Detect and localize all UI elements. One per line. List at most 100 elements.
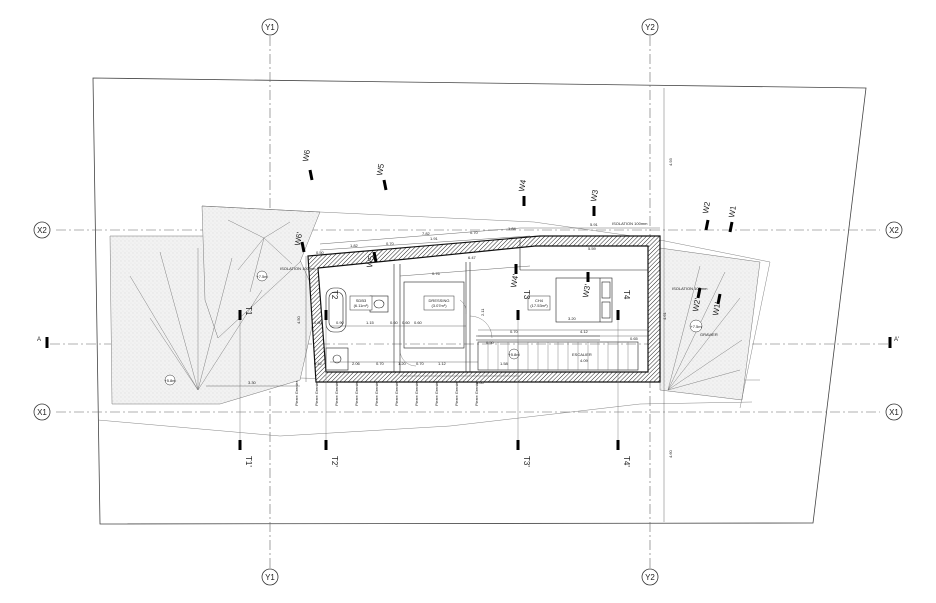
svg-text:1.84: 1.84 [508, 226, 517, 231]
room-sdb3: SDB3 (6.11m²) [349, 295, 373, 311]
svg-text:(3.07m²): (3.07m²) [431, 303, 447, 308]
svg-text:0.60: 0.60 [390, 320, 399, 325]
svg-text:CH4: CH4 [535, 298, 544, 303]
upper-roof-outline [201, 205, 771, 409]
svg-text:T1': T1' [244, 456, 253, 467]
svg-text:W3': W3' [581, 283, 592, 298]
svg-text:X2: X2 [889, 226, 899, 235]
svg-text:+5.8m: +5.8m [508, 352, 520, 357]
svg-text:T2': T2' [330, 456, 339, 467]
svg-text:3.20: 3.20 [568, 316, 577, 321]
wash-basin [369, 295, 389, 313]
svg-text:W5': W5' [365, 253, 376, 268]
svg-text:7.82: 7.82 [422, 231, 431, 236]
svg-text:0.50: 0.50 [486, 340, 495, 345]
section-w3: W3 W3' [581, 188, 600, 298]
bed [555, 277, 613, 323]
svg-text:A: A [37, 337, 41, 343]
level-marker-east: +7.5m [689, 319, 702, 333]
level-marker-west: +7.5m [256, 270, 268, 282]
svg-text:1.00: 1.00 [476, 380, 485, 385]
site-boundary [92, 77, 867, 525]
svg-text:0.60: 0.60 [414, 320, 423, 325]
svg-text:+5.8m: +5.8m [164, 378, 176, 383]
svg-text:W3: W3 [589, 188, 600, 202]
pierre-grenier-labels: Pierre Grenier Pierre Grenier Pierre Gre… [294, 380, 479, 406]
svg-text:1.58: 1.58 [500, 361, 509, 366]
svg-text:W2: W2 [701, 200, 712, 214]
section-w6: W6 W6' [293, 148, 314, 253]
svg-text:DRESSING: DRESSING [429, 298, 450, 303]
svg-text:X1: X1 [889, 408, 899, 417]
section-t2: T2 T2' [324, 290, 339, 467]
section-t1: T1 T1' [238, 306, 253, 467]
svg-text:1.15: 1.15 [366, 320, 375, 325]
svg-text:5.59: 5.59 [588, 246, 597, 251]
svg-text:W6': W6' [293, 231, 304, 246]
svg-text:W5: W5 [375, 162, 386, 176]
label-isolation-east: ISOLATION 100mm [672, 286, 708, 291]
svg-text:0.65: 0.65 [630, 336, 639, 341]
svg-text:Y2: Y2 [645, 573, 655, 582]
section-w1: W1 W1' [711, 204, 738, 316]
dimension-lines [206, 88, 665, 522]
svg-text:Pierre Grenier: Pierre Grenier [354, 380, 359, 406]
svg-text:0.50: 0.50 [316, 250, 325, 255]
svg-text:T1: T1 [244, 306, 253, 316]
svg-text:Y1: Y1 [265, 23, 275, 32]
grid-bubble-x1-right: X1 [885, 403, 903, 421]
section-t4: T4 T4' [616, 290, 631, 467]
svg-text:Pierre Grenier: Pierre Grenier [434, 380, 439, 406]
grid-bubble-x2-left: X2 [33, 221, 51, 239]
dimension-texts: 7.82 5.91 1.82 1.91 0.70 0.70 1.84 0.50 … [248, 157, 673, 458]
svg-text:Pierre Grenier: Pierre Grenier [314, 380, 319, 406]
svg-text:0.90: 0.90 [314, 320, 323, 325]
svg-text:4.09: 4.09 [580, 358, 589, 363]
level-marker-south-west: +5.8m [164, 374, 176, 386]
section-w2: W2 W2' [691, 200, 712, 312]
svg-text:(17.53m²): (17.53m²) [530, 303, 548, 308]
svg-text:T3': T3' [522, 456, 531, 467]
svg-text:Pierre Grenier: Pierre Grenier [374, 380, 379, 406]
svg-text:0.70: 0.70 [470, 230, 479, 235]
svg-text:0.70: 0.70 [386, 241, 395, 246]
gravel-pattern-west [129, 219, 293, 391]
grid-bubble-y1-bottom: Y1 [261, 568, 279, 586]
section-marker-a-prime: A' [888, 337, 899, 348]
grid-bubble-x2-right: X2 [885, 221, 903, 239]
svg-text:(6.11m²): (6.11m²) [354, 303, 369, 308]
label-gravier: GRAVIER [700, 332, 718, 337]
grid-bubble-y2-top: Y2 [641, 18, 659, 36]
label-isolation-west: ISOLATION 100mm [280, 266, 316, 271]
svg-text:W4: W4 [517, 178, 528, 192]
room-dressing: DRESSING (3.07m²) [423, 295, 455, 311]
section-w4: W4 W4' [509, 178, 528, 288]
section-t3: T3 T3' [516, 290, 531, 467]
svg-text:+7.5m: +7.5m [256, 274, 268, 279]
svg-text:0.60: 0.60 [402, 320, 411, 325]
svg-text:0.70: 0.70 [416, 361, 425, 366]
svg-text:A': A' [894, 337, 899, 343]
lower-roof-outline [97, 401, 753, 437]
svg-text:0.70: 0.70 [376, 361, 385, 366]
svg-text:X1: X1 [37, 408, 47, 417]
svg-text:6.47: 6.47 [468, 255, 477, 260]
svg-text:Pierre Grenier: Pierre Grenier [474, 380, 479, 406]
svg-text:1.82: 1.82 [350, 243, 359, 248]
svg-text:5.91: 5.91 [590, 222, 599, 227]
svg-text:Pierre Grenier: Pierre Grenier [294, 380, 299, 406]
svg-text:1.12: 1.12 [438, 361, 447, 366]
section-marker-a: A [37, 337, 49, 348]
svg-text:4.60: 4.60 [668, 449, 673, 458]
svg-text:W6: W6 [301, 148, 312, 162]
svg-text:1.20: 1.20 [398, 361, 407, 366]
svg-text:0.70: 0.70 [510, 329, 519, 334]
svg-text:3.30: 3.30 [248, 380, 257, 385]
svg-text:4.12: 4.12 [580, 329, 589, 334]
svg-text:Pierre Grenier: Pierre Grenier [334, 380, 339, 406]
shower [325, 347, 349, 371]
svg-text:1.91: 1.91 [430, 236, 439, 241]
svg-text:Pierre Grenier: Pierre Grenier [394, 380, 399, 406]
svg-text:4.61: 4.61 [662, 311, 667, 320]
